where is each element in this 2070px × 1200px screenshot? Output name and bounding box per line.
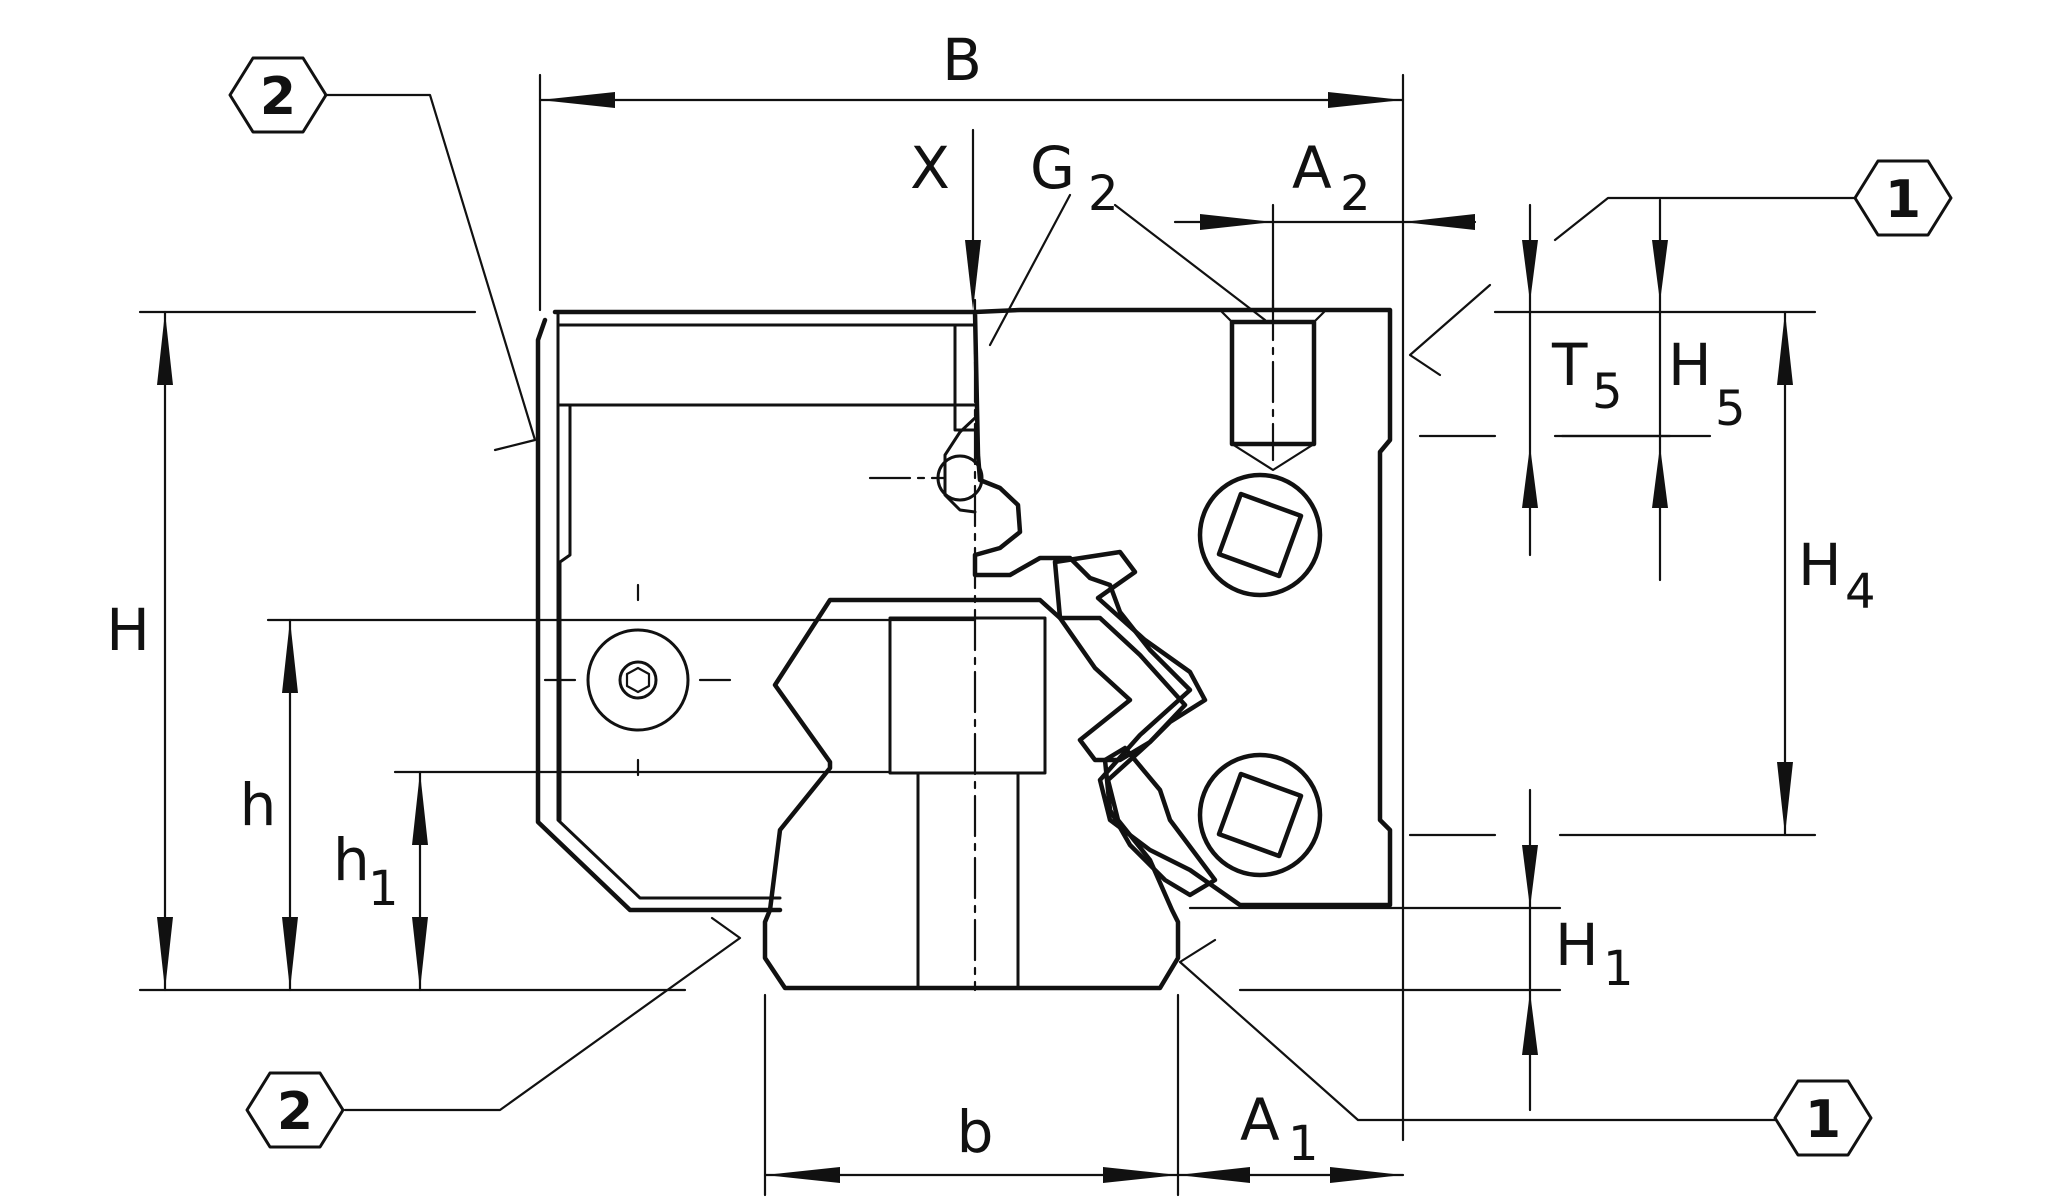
- svg-text:A: A: [1292, 134, 1332, 202]
- svg-text:5: 5: [1592, 364, 1623, 420]
- svg-text:1: 1: [1603, 941, 1634, 997]
- svg-text:1: 1: [368, 861, 399, 917]
- label-A1: A 1: [1240, 1086, 1319, 1172]
- svg-text:G: G: [1030, 134, 1075, 202]
- label-H4: H 4: [1798, 531, 1876, 620]
- label-X: X: [910, 134, 950, 202]
- label-T5: T 5: [1551, 331, 1623, 420]
- svg-text:2: 2: [1088, 166, 1119, 222]
- callout-tag-2-top: 2: [228, 56, 328, 134]
- svg-text:H: H: [1555, 911, 1599, 979]
- svg-text:h: h: [333, 826, 370, 894]
- rail-counterbore: [888, 616, 1047, 775]
- label-H5: H 5: [1668, 331, 1746, 437]
- callout-number: 1: [1885, 170, 1921, 230]
- label-G2: G 2: [1030, 134, 1119, 222]
- label-b: b: [957, 1098, 994, 1166]
- rail-section: [762, 597, 1188, 991]
- center-lines: [868, 298, 1275, 992]
- svg-text:H: H: [1798, 531, 1842, 599]
- svg-text:H: H: [1668, 331, 1712, 399]
- label-h: h: [240, 771, 277, 839]
- callout-tag-1-bottom: 1: [1773, 1079, 1873, 1157]
- svg-text:5: 5: [1715, 381, 1746, 437]
- label-H1: H 1: [1555, 911, 1634, 997]
- svg-text:T: T: [1551, 331, 1588, 399]
- ball-recirculation: [1052, 472, 1323, 898]
- svg-text:2: 2: [1340, 166, 1371, 222]
- callout-tag-2-bottom: 2: [245, 1071, 345, 1149]
- label-H: H: [106, 596, 150, 664]
- lube-nipple: [586, 628, 690, 732]
- carriage-view-left: [535, 309, 984, 913]
- svg-text:A: A: [1240, 1086, 1280, 1154]
- callout-tag-1-top: 1: [1853, 159, 1953, 237]
- label-h1: h 1: [333, 826, 399, 917]
- callout-number: 1: [1805, 1090, 1841, 1150]
- callout-leaders: [323, 93, 1857, 1122]
- dimension-lines: [138, 73, 1817, 1197]
- carriage-section: [972, 307, 1393, 908]
- callout-number: 2: [260, 67, 296, 127]
- label-A2: A 2: [1292, 134, 1371, 222]
- rail-bolt-hole: [916, 771, 1020, 990]
- dimension-labels: B X G 2 A 2 T 5 H 5 H 4 H h h 1 H 1: [106, 26, 1875, 1172]
- label-B: B: [942, 26, 982, 94]
- callout-number: 2: [277, 1082, 313, 1142]
- svg-text:4: 4: [1845, 564, 1876, 620]
- svg-text:1: 1: [1288, 1116, 1319, 1172]
